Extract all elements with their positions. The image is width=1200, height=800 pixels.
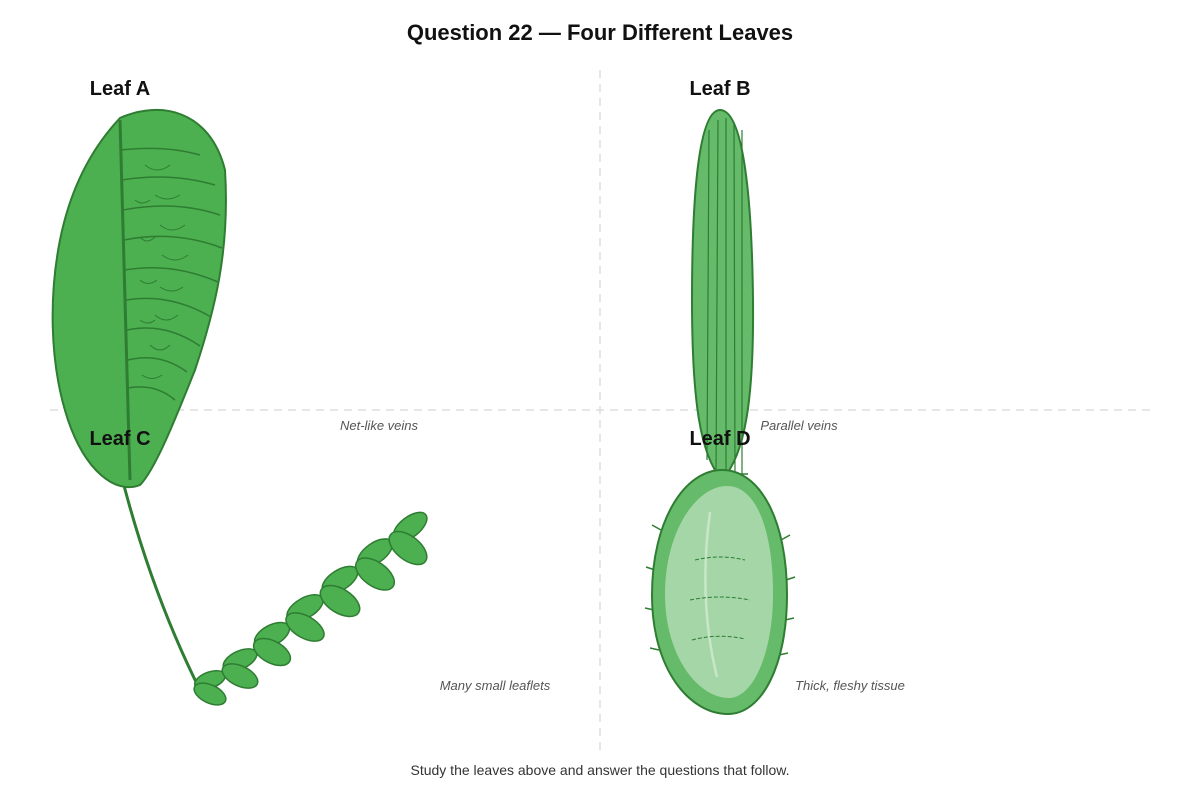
leaf-d-inner-tissue [665,486,773,698]
leaf-a-label: Leaf A [90,78,150,100]
leaf-c-note: Many small leaflets [440,678,551,693]
leaf-b-blade [690,108,755,482]
leaf-b-note: Parallel veins [760,418,838,433]
leaf-a-midrib [118,119,132,481]
leaf-c-label: Leaf C [89,428,150,450]
leaflet [319,584,361,618]
leaflet [221,663,259,689]
leaf-c-rachis [118,469,202,691]
leaf-d-note: Thick, fleshy tissue [795,678,905,693]
page-title: Question 22 — Four Different Leaves [407,20,793,45]
leaflet [388,530,428,566]
footer-instruction: Study the leaves above and answer the qu… [410,762,789,778]
leaf-b-illustration [690,108,755,482]
leaf-d-label: Leaf D [689,428,750,450]
leaflet [354,557,396,591]
leaflet [285,612,325,642]
leaf-c-illustration [118,469,428,706]
leaflet [252,637,292,667]
leaf-d-illustration [644,468,796,716]
leaf-a-illustration [51,108,227,489]
leaf-a-note: Net-like veins [340,418,419,433]
leaflet [193,682,227,706]
leaf-b-label: Leaf B [689,78,750,100]
